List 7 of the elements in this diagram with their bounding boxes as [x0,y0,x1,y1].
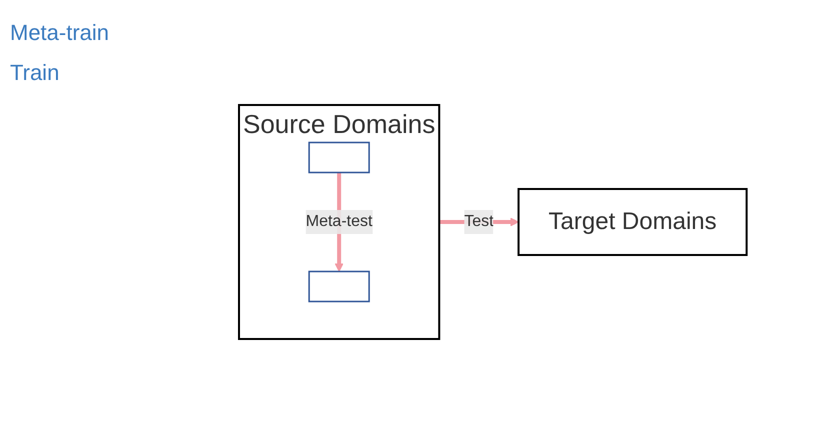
note-label: Meta-train [10,20,110,46]
node-box: Target Domains [517,188,748,256]
node-box [308,270,370,302]
edge-label: Meta-test [305,213,372,230]
note-label: Train [10,60,60,86]
node-box [308,142,370,174]
edge-label: Test [464,213,494,230]
